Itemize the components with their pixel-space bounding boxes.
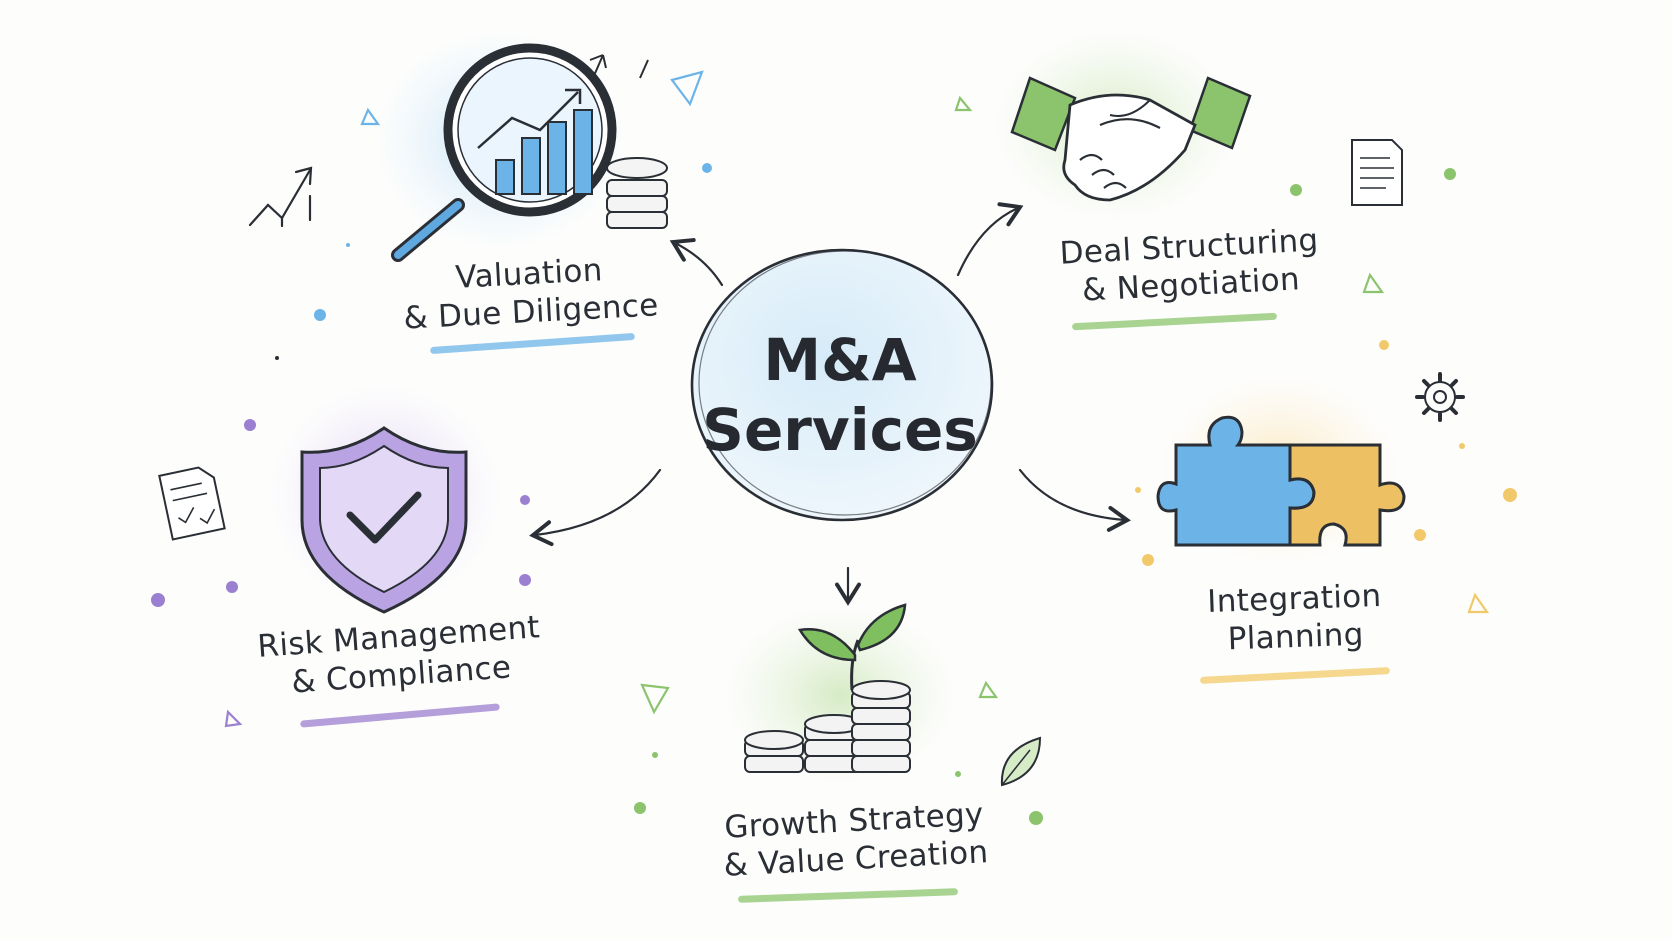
document-icon (1351, 139, 1403, 206)
node-label-growth: Growth Strategy & Value Creation (703, 794, 1007, 886)
trend-arrow-icon (248, 166, 313, 228)
puzzle-icon (1156, 415, 1406, 547)
node-label-integration: Integration Planning (1174, 576, 1417, 660)
arrow-to-deal (956, 202, 1024, 277)
center-node (690, 248, 994, 522)
arrow-to-valuation (669, 238, 724, 287)
magnifier-chart-icon (391, 43, 668, 262)
connector-arrows (529, 202, 1131, 606)
gear-icon (1415, 372, 1465, 422)
node-label-deal: Deal Structuring & Negotiation (1038, 220, 1342, 312)
decorative-triangles (224, 70, 1490, 728)
arrow-to-risk (529, 468, 662, 547)
center-title-line2: Services (702, 396, 978, 464)
center-title-line1: M&A (763, 326, 917, 394)
node-label-valuation: Valuation & Due Diligence (398, 248, 662, 338)
decorative-dots (151, 163, 1517, 825)
center-title: M&A Services (690, 325, 990, 465)
leaf-icon (1000, 736, 1042, 787)
shield-check-icon (300, 426, 468, 614)
plant-coins-icon (744, 603, 911, 773)
arrow-to-integration (1018, 468, 1131, 532)
handshake-icon (1010, 76, 1252, 202)
checklist-icon (158, 466, 226, 541)
